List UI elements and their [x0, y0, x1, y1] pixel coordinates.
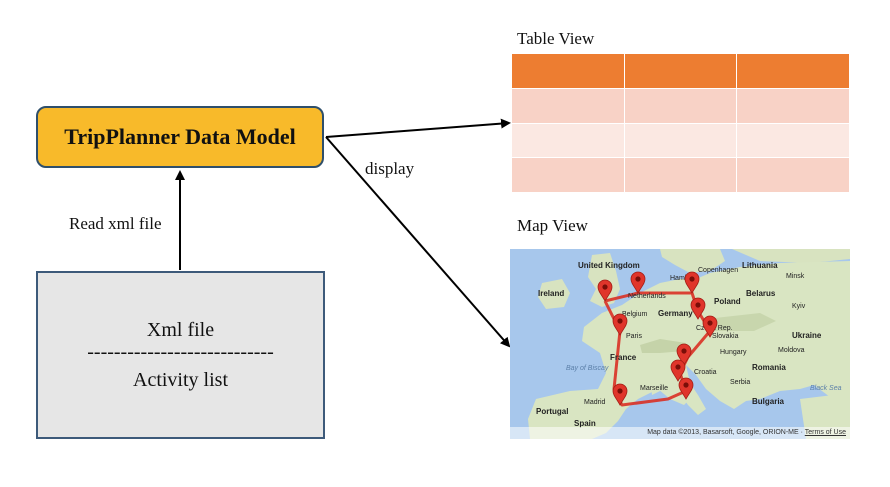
map-label: Hamburg — [670, 275, 699, 282]
map-label: Spain — [574, 419, 596, 428]
map-label: Belgium — [622, 311, 648, 318]
map-pin-icon — [676, 343, 692, 366]
activity-list-label: Activity list — [133, 369, 228, 391]
map-label: Belarus — [746, 289, 776, 298]
arrow-to-table-view — [325, 118, 511, 138]
map-pin-icon — [670, 359, 686, 382]
map-label: Poland — [714, 297, 741, 306]
table-cell — [511, 122, 625, 159]
map-pin-icon — [678, 377, 694, 400]
map-label: Black Sea — [810, 385, 842, 392]
map-attribution-text: Map data ©2013, Basarsoft, Google, ORION… — [647, 429, 803, 436]
display-label: display — [365, 159, 415, 178]
map-label: Ireland — [538, 289, 565, 298]
map-label: Serbia — [730, 379, 751, 386]
map-label: Germany — [658, 309, 693, 318]
map-pin-icon — [612, 383, 628, 406]
map-label: Paris — [626, 333, 642, 340]
map-label: Bulgaria — [752, 397, 785, 406]
map-pin-icon — [702, 315, 718, 338]
map-pins — [597, 271, 718, 406]
tripplanner-data-model-box: TripPlanner Data Model — [36, 106, 324, 168]
table-cell — [623, 88, 738, 124]
table-header-cell — [511, 53, 625, 89]
terms-of-use-link[interactable]: Terms of Use — [804, 429, 846, 436]
map-label: Copenhagen — [698, 267, 739, 274]
map-label: Kyiv — [792, 303, 806, 310]
table-cell — [736, 88, 850, 124]
table-cell — [511, 157, 625, 193]
table-view — [511, 53, 850, 193]
map-view-title: Map View — [517, 216, 588, 235]
map-label: United Kingdom — [578, 261, 640, 270]
map-pin-icon — [612, 313, 628, 336]
map-label: Minsk — [786, 273, 805, 280]
xml-file-box: Xml file ---------------------------- Ac… — [36, 271, 325, 439]
map-pin-icon — [684, 271, 700, 294]
map-label: Bay of Biscay — [566, 365, 609, 372]
read-xml-label: Read xml file — [69, 214, 162, 233]
table-header-cell — [736, 53, 850, 89]
map-label: Hungary — [720, 349, 747, 356]
map-label: Portugal — [536, 407, 569, 416]
table-cell — [623, 122, 738, 159]
xml-divider: ---------------------------- — [87, 341, 274, 363]
map-label: Moldova — [778, 347, 805, 354]
map-label: Ukraine — [792, 331, 822, 340]
model-title: TripPlanner Data Model — [64, 124, 296, 149]
xml-file-title: Xml file — [146, 319, 215, 341]
map-label: France — [610, 353, 637, 362]
map-label: Lithuania — [742, 261, 778, 270]
map-view: United Kingdom Ireland Lithuania Belarus… — [510, 249, 850, 439]
table-view-title: Table View — [517, 29, 595, 48]
map-pin-icon — [597, 279, 613, 302]
table-cell — [511, 88, 625, 124]
map-label: Slovakia — [712, 333, 739, 340]
map-pin-icon — [690, 297, 706, 320]
map-label: Marseille — [640, 385, 669, 392]
table-cell — [736, 122, 850, 159]
map-attribution: Map data ©2013, Basarsoft, Google, ORION… — [510, 427, 850, 439]
arrow-to-map-view — [325, 136, 511, 348]
map-label: Madrid — [584, 399, 606, 406]
table-cell — [623, 157, 738, 193]
table-cell — [736, 157, 850, 193]
map-pin-icon — [630, 271, 646, 294]
map-label: Netherlands — [628, 293, 666, 300]
map-label: Croatia — [694, 369, 717, 376]
map-label: Romania — [752, 363, 786, 372]
table-header-cell — [623, 53, 738, 89]
